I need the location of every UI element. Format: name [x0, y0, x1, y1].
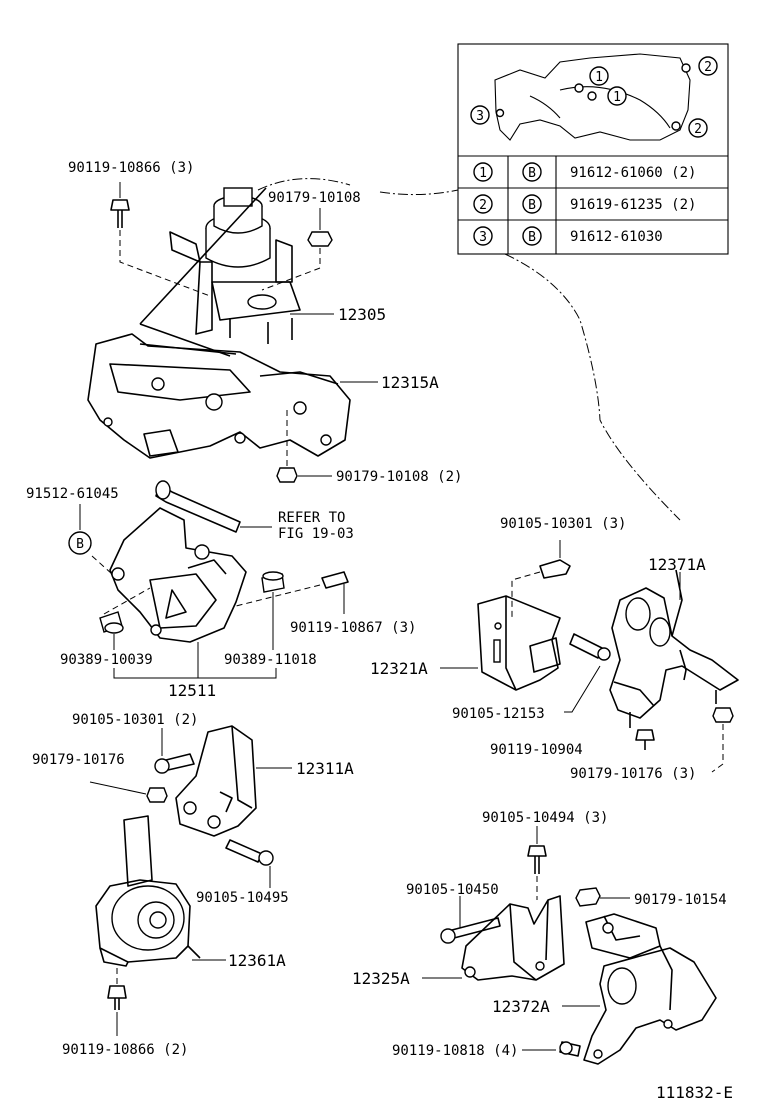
inset-connector-top	[379, 189, 459, 196]
bracket-12325A	[461, 895, 565, 981]
dash-bolt-10867	[235, 584, 321, 607]
svg-text:2: 2	[704, 60, 712, 75]
label-90105-10450: 90105-10450	[406, 882, 499, 898]
label-90179-10108-2: 90179-10108 (2)	[336, 469, 462, 485]
inset-connector-right	[504, 253, 681, 521]
dash-10301-3	[511, 571, 541, 618]
dash-collar	[103, 587, 151, 615]
inset-engine-outline	[494, 53, 691, 141]
bolt-90105-10301-3	[539, 540, 571, 579]
b-marker: B	[68, 504, 92, 555]
inset-callout-2b: 2	[688, 118, 708, 138]
bolt-90105-12153	[564, 633, 611, 713]
collar-90389-10039	[99, 611, 124, 650]
label-91512-61045: 91512-61045	[26, 486, 119, 502]
inset-callout-2a: 2	[698, 56, 718, 76]
bracket-12511	[109, 507, 247, 643]
label-90179-10176: 90179-10176	[32, 752, 125, 768]
label-fig-19-03: FIG 19-03	[278, 526, 354, 542]
label-12325A: 12325A	[352, 969, 410, 988]
bolt-90389-11018	[261, 571, 285, 650]
svg-text:91612-61030: 91612-61030	[570, 229, 663, 245]
bolt-91512-61045	[155, 480, 272, 533]
svg-text:B: B	[528, 230, 536, 245]
label-90105-10301-2: 90105-10301 (2)	[72, 712, 198, 728]
bracket-12311A	[175, 725, 257, 837]
bracket-12321A	[477, 595, 561, 691]
inset-panel: 1 1 2 2 3 1 B 91612-61060 (2) 2	[457, 43, 729, 255]
bracket-12315A	[87, 187, 351, 459]
bolt-90119-10866-2	[107, 985, 127, 1036]
label-12372A: 12372A	[492, 997, 550, 1016]
svg-text:1: 1	[613, 90, 621, 105]
label-90119-10867-3: 90119-10867 (3)	[290, 620, 416, 636]
bolt-90119-10818-4	[522, 1041, 581, 1057]
inset-table-row-1: 1 B 91612-61060 (2)	[473, 162, 696, 182]
svg-text:2: 2	[694, 122, 702, 137]
label-90119-10866-3: 90119-10866 (3)	[68, 160, 194, 176]
bolt-90105-10301-2	[154, 728, 195, 774]
bolt-90105-10494-3	[527, 826, 547, 874]
inset-connector-left	[257, 178, 351, 191]
label-12511: 12511	[168, 681, 216, 700]
engine-mount-12305	[169, 187, 301, 344]
svg-text:B: B	[528, 166, 536, 181]
svg-text:3: 3	[479, 230, 487, 245]
nut-90179-10154	[575, 887, 630, 907]
nut-90179-10176-3	[711, 707, 734, 773]
inset-table-row-3: 3 B 91612-61030	[473, 226, 663, 246]
inset-table-row-2: 2 B 91619-61235 (2)	[473, 194, 696, 214]
inset-callout-3: 3	[470, 105, 490, 125]
label-12361A: 12361A	[228, 951, 286, 970]
svg-text:1: 1	[595, 70, 603, 85]
label-90105-12153: 90105-12153	[452, 706, 545, 722]
mount-12372A	[583, 913, 717, 1065]
label-90105-10495: 90105-10495	[196, 890, 289, 906]
label-12321A: 12321A	[370, 659, 428, 678]
dash-bolt-to-bracket	[119, 230, 211, 297]
label-90179-10108: 90179-10108	[268, 190, 361, 206]
svg-text:2: 2	[479, 198, 487, 213]
label-90119-10866-2: 90119-10866 (2)	[62, 1042, 188, 1058]
label-90105-10301-3: 90105-10301 (3)	[500, 516, 626, 532]
dash-b-marker	[91, 555, 113, 575]
bolt-90105-10450	[440, 896, 501, 944]
label-90119-10818-4: 90119-10818 (4)	[392, 1043, 518, 1059]
label-12305: 12305	[338, 305, 386, 324]
svg-text:3: 3	[476, 109, 484, 124]
label-12315A: 12315A	[381, 373, 439, 392]
bolt-90119-10867	[321, 571, 349, 614]
label-90105-10494-3: 90105-10494 (3)	[482, 810, 608, 826]
label-12371A: 12371A	[648, 555, 706, 574]
bolt-90105-10495	[225, 839, 274, 888]
label-12311A: 12311A	[296, 759, 354, 778]
bolt-90119-10904	[635, 729, 655, 750]
bolt-90119-10866-top	[110, 182, 130, 228]
label-refer-to: REFER TO	[278, 510, 345, 526]
figure-id: 111832-E	[656, 1083, 733, 1102]
label-90389-10039: 90389-10039	[60, 652, 153, 668]
svg-text:B: B	[528, 198, 536, 213]
mount-12361A	[95, 815, 201, 967]
nut-90179-10108	[307, 208, 333, 247]
nut-90179-10108-2	[276, 467, 332, 483]
svg-text:91619-61235 (2): 91619-61235 (2)	[570, 197, 696, 213]
svg-text:1: 1	[479, 166, 487, 181]
inset-callout-1a: 1	[589, 66, 609, 86]
label-90179-10154: 90179-10154	[634, 892, 727, 908]
label-90179-10176-3: 90179-10176 (3)	[570, 766, 696, 782]
inset-callout-1b: 1	[607, 86, 627, 106]
nut-90179-10176	[89, 781, 168, 803]
group-line-12511	[113, 668, 277, 679]
label-90389-11018: 90389-11018	[224, 652, 317, 668]
mount-12371A	[609, 569, 739, 728]
svg-text:91612-61060 (2): 91612-61060 (2)	[570, 165, 696, 181]
svg-text:B: B	[76, 537, 84, 552]
label-90119-10904: 90119-10904	[490, 742, 583, 758]
